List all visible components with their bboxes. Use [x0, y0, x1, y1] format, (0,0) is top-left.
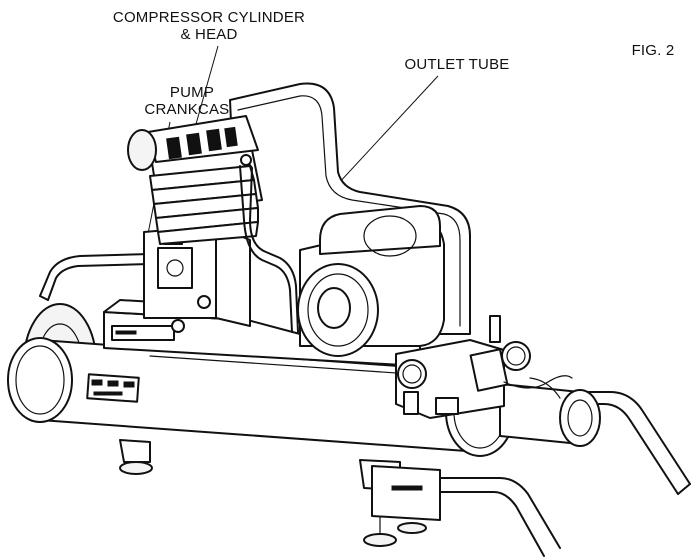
pump-crankcase-label: PUMP CRANKCASE [142, 84, 242, 118]
secondary-tank [499, 377, 601, 447]
compressor-cylinder-label-line2: & HEAD [180, 26, 238, 43]
rear-handle [39, 253, 151, 301]
figure-number-label: FIG. 2 [631, 42, 675, 59]
outlet-tube-label: OUTLET TUBE [404, 56, 510, 73]
manifold-gauges [395, 315, 573, 419]
pump-crankcase-label-line1: PUMP [169, 84, 215, 101]
pump-crankcase-label-line2: CRANKCASE [144, 101, 240, 118]
air-tank [7, 337, 515, 457]
front-handle [371, 465, 561, 557]
compressor-cylinder-label: COMPRESSOR CYLINDER & HEAD [78, 9, 340, 43]
right-handle [539, 391, 691, 495]
electric-motor [297, 205, 445, 357]
outlet-tube [239, 154, 299, 333]
cylinder-head [127, 115, 263, 245]
compressor-cylinder-label-line1: COMPRESSOR CYLINDER [112, 9, 306, 26]
